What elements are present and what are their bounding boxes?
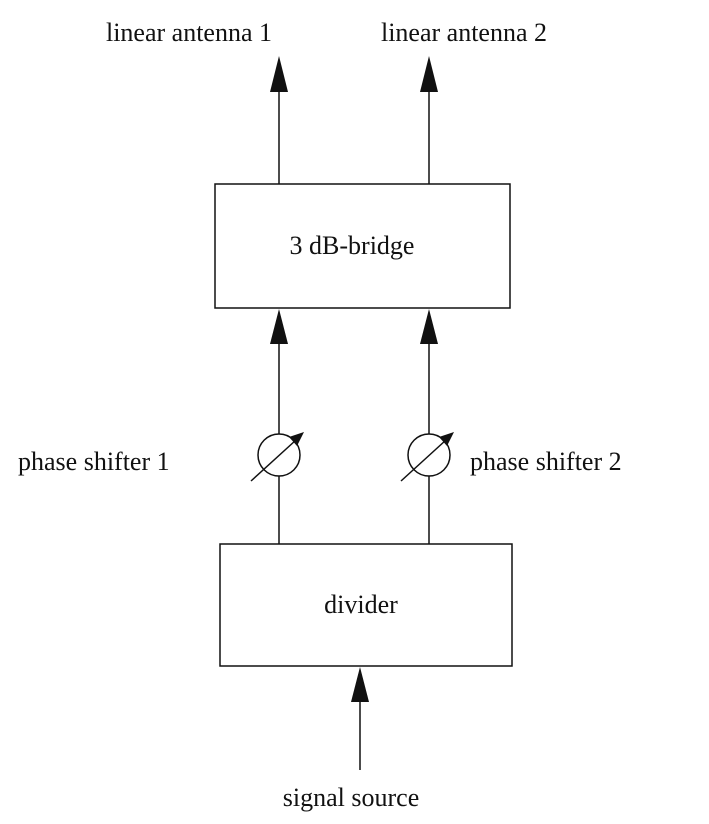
divider-box [219,543,513,667]
phase-shifter-2-symbol [400,432,454,482]
branch-1-arrowhead [270,309,288,344]
branch-2-arrowhead [420,309,438,344]
divider-label: divider [324,590,398,619]
output-1-arrowhead [270,56,288,92]
source-arrowhead [351,667,369,702]
bridge-box [214,183,511,309]
output-label-1: linear antenna 1 [106,18,272,47]
output-2-arrowhead [420,56,438,92]
source-label: signal source [283,783,419,812]
phase-shifter-1-symbol [250,432,304,482]
phase-shifter-1-label: phase shifter 1 [18,447,170,476]
phase-shifter-2-label: phase shifter 2 [470,447,622,476]
output-label-2: linear antenna 2 [381,18,547,47]
bridge-label: 3 dB-bridge [290,231,415,260]
